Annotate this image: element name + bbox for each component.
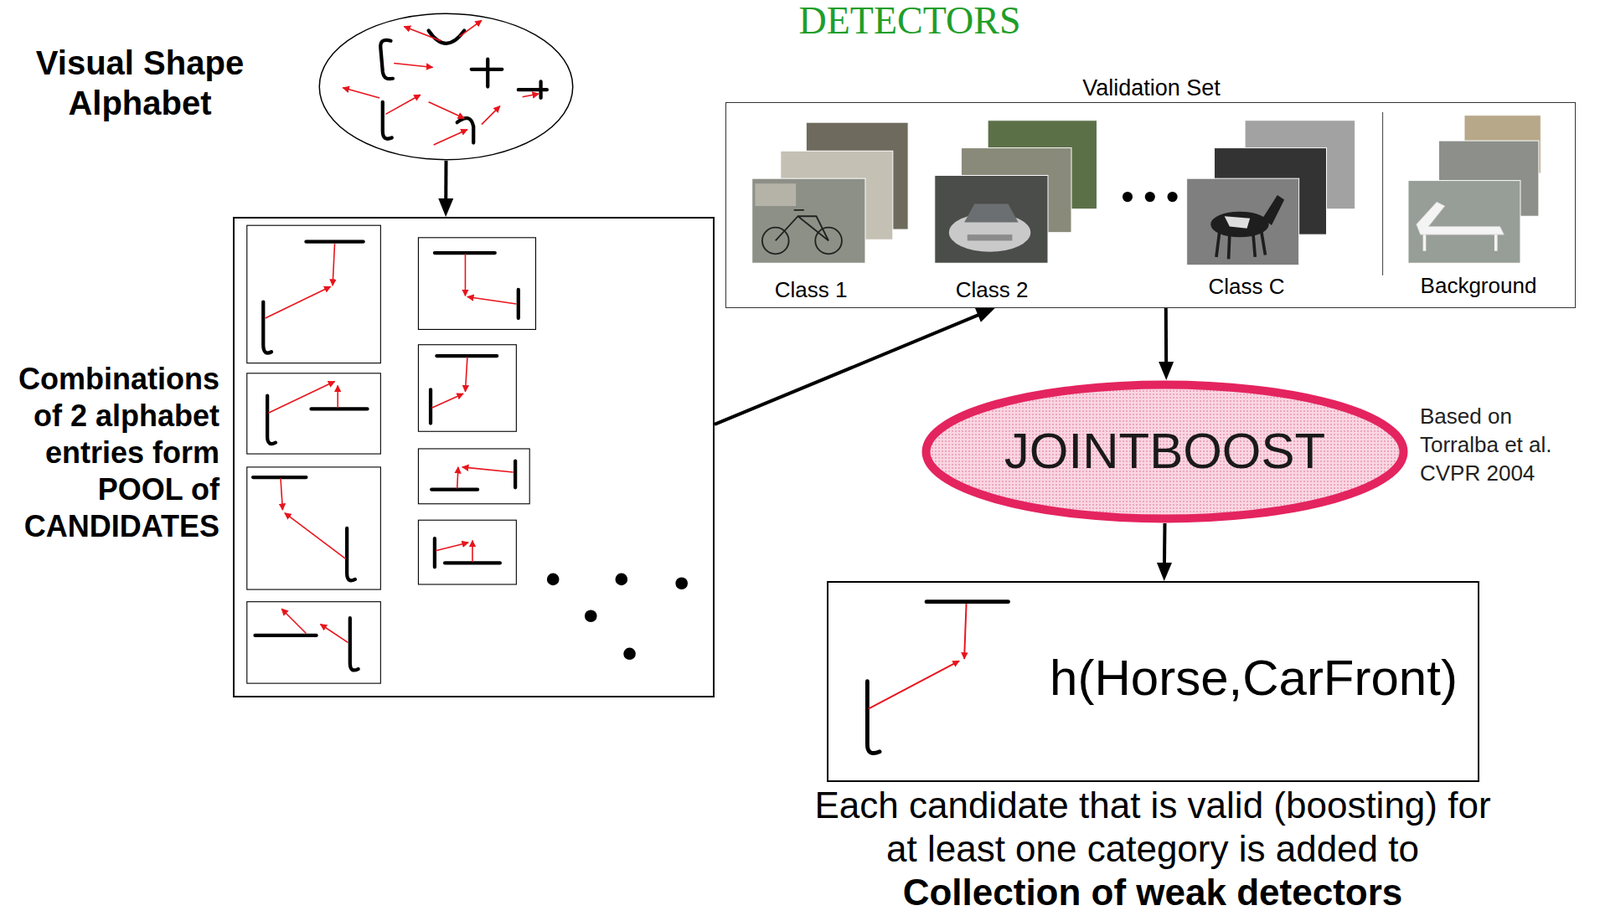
text-holder: JOINTBOOST (938, 422, 1392, 481)
emphasis-note: Collection of weak detectors (775, 871, 1530, 915)
alphabet-ellipse: Visual Shape Alphabet (318, 12, 574, 161)
ellipsis-dots (547, 573, 688, 661)
arrow-shaft (1164, 308, 1168, 364)
text-holder: Each candidate that is valid (boosting) … (796, 784, 1509, 872)
arrow-head (438, 198, 454, 217)
text-holder: Visual Shape Alphabet (26, 42, 253, 124)
arrow-shaft (443, 160, 448, 201)
jointboost-label: JOINTBOOST (938, 422, 1392, 481)
lounge-chair-sketch (1416, 201, 1505, 251)
page-title: DETECTORS (753, 0, 1066, 42)
arrow-head (975, 308, 996, 323)
photo-stack (1187, 120, 1356, 266)
arrow-shaft (714, 314, 980, 425)
text-holder: Collection of weak detectors (775, 871, 1530, 915)
car-sketch (949, 204, 1031, 253)
photo-stack (1408, 115, 1541, 264)
candidate-pool-box: Combinations of 2 alphabet entries form … (232, 216, 715, 698)
arrow-head (1156, 562, 1172, 582)
text-holder: Based on Torralba et al. CVPR 2004 (1419, 402, 1573, 488)
text-holder: h(Horse,CarFront) (1037, 649, 1470, 708)
caption-text: Each candidate that is valid (boosting) … (796, 784, 1509, 872)
jointboost-ellipse: JOINTBOOST (921, 380, 1409, 524)
arrow-head (1158, 361, 1174, 381)
class-label: Class 1 (727, 277, 895, 303)
ellipsis-dots (1122, 191, 1178, 202)
photo-stack (934, 120, 1098, 264)
validation-heading: Validation Set (726, 74, 1577, 102)
flow-arrow (714, 308, 996, 425)
shape-strokes (252, 30, 1008, 754)
horse-sketch (1211, 196, 1284, 260)
detector-function: h(Horse,CarFront) (1037, 649, 1470, 708)
text-holder: Validation Set (726, 74, 1577, 102)
candidate-thumbnails (247, 225, 537, 684)
alphabet-heading: Visual Shape Alphabet (26, 42, 253, 124)
flow-arrow (1156, 523, 1172, 582)
text-holder: Class C (1162, 273, 1331, 300)
text-holder: Class 2 (908, 277, 1076, 303)
text-holder: DETECTORS (753, 0, 1066, 42)
class-label: Background (1394, 273, 1563, 299)
citation-note: Based on Torralba et al. CVPR 2004 (1419, 402, 1573, 488)
pool-heading: Combinations of 2 alphabet entries form … (10, 361, 220, 546)
text-holder: Combinations of 2 alphabet entries form … (10, 361, 220, 546)
arrow-shaft (1162, 523, 1167, 565)
ellipse-outline (318, 12, 574, 161)
flow-arrow (438, 160, 454, 217)
text-holder: Background (1394, 273, 1563, 299)
photo-stack (752, 122, 909, 264)
class-label: Class C (1162, 273, 1331, 300)
bike-sketch (754, 183, 842, 254)
flow-arrow (1158, 308, 1174, 381)
class-label: Class 2 (908, 277, 1076, 303)
weak-detector-box: h(Horse,CarFront) (826, 581, 1480, 783)
separator-line (1382, 112, 1384, 276)
text-holder: Class 1 (727, 277, 895, 303)
